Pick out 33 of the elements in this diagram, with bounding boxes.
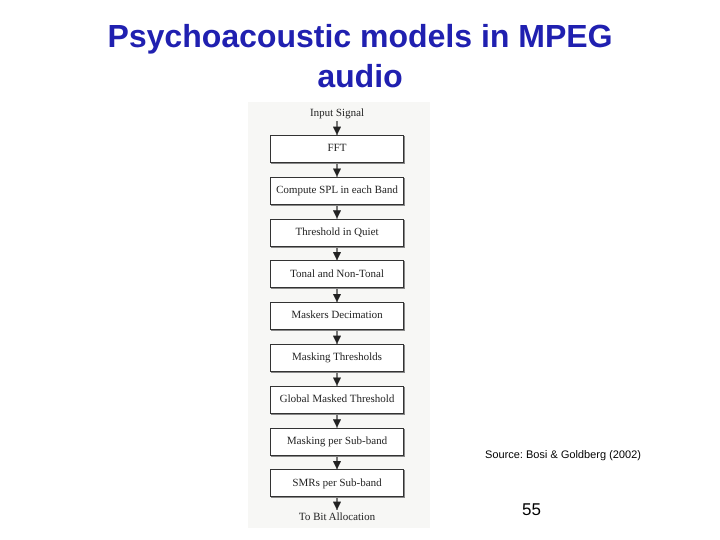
arrow (332, 121, 342, 135)
box-label: Masking per Sub-band (286, 434, 388, 448)
arrow (332, 414, 342, 428)
page-number: 55 (522, 499, 541, 521)
arrow (332, 204, 342, 219)
process-box (270, 135, 404, 163)
box-label: To Bit Allocation (298, 510, 376, 524)
process-box (270, 386, 404, 414)
source-note: Source: Bosi & Goldberg (2002) (485, 448, 641, 463)
arrow (332, 163, 342, 177)
arrow (332, 456, 342, 470)
box-label: Masking Thresholds (292, 351, 382, 365)
slide-title: Psychoacoustic models in MPEG audio (106, 17, 614, 96)
process-box (270, 428, 404, 456)
box-label: SMRs per Sub-band (292, 476, 382, 490)
process-box (270, 469, 404, 498)
arrow (332, 372, 342, 386)
arrow (332, 288, 342, 302)
process-box (270, 218, 404, 247)
process-box (270, 344, 404, 372)
box-label: Compute SPL in each Band (276, 184, 398, 198)
box-label: Global Masked Threshold (280, 392, 394, 407)
arrow (332, 246, 342, 260)
arrow (332, 330, 342, 344)
arrow (332, 497, 342, 510)
box-label: Input Signal (310, 106, 364, 120)
process-box (270, 260, 404, 288)
box-label: Maskers Decimation (291, 309, 383, 324)
box-label: Tonal and Non-Tonal (290, 268, 384, 282)
box-label: FFT (328, 142, 346, 156)
box-label: Threshold in Quiet (295, 226, 379, 240)
process-box (270, 176, 404, 205)
process-box (270, 302, 404, 330)
